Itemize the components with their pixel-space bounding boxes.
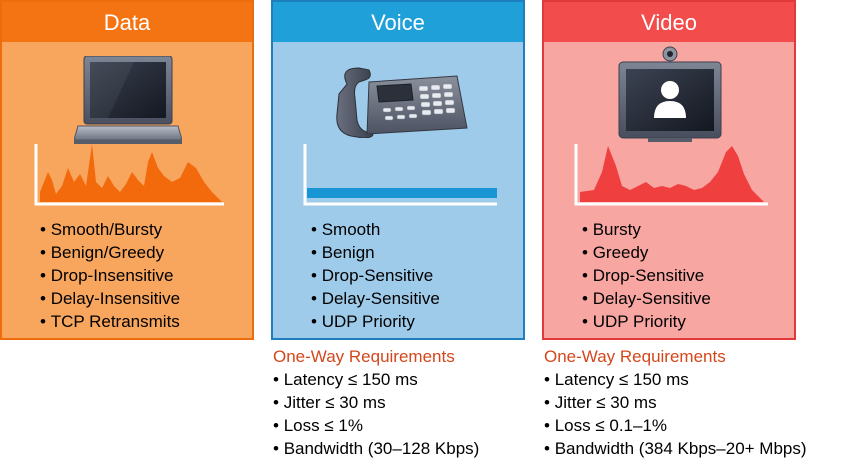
- laptop-icon: [74, 56, 182, 144]
- video-requirements: One-Way Requirements Latency ≤ 150 ms Ji…: [544, 345, 807, 460]
- video-traits-list: Bursty Greedy Drop-Sensitive Delay-Sensi…: [582, 218, 711, 333]
- trait-item: Smooth: [311, 218, 440, 241]
- requirements-title: One-Way Requirements: [273, 347, 455, 366]
- requirement-item: Bandwidth (30–128 Kbps): [273, 437, 480, 460]
- requirement-item: Latency ≤ 150 ms: [273, 368, 479, 391]
- desk-phone-icon: [336, 67, 468, 138]
- trait-item: Benign: [311, 241, 440, 264]
- data-card-body: Smooth/Bursty Benign/Greedy Drop-Insensi…: [2, 42, 252, 338]
- video-card-title: Video: [544, 2, 794, 42]
- trait-item: Delay-Insensitive: [40, 287, 180, 310]
- video-card: Video Bur: [542, 0, 796, 340]
- smooth-traffic-graph: [303, 144, 497, 206]
- bursty-traffic-graph: [34, 144, 224, 206]
- trait-item: Delay-Sensitive: [582, 287, 711, 310]
- data-traits-list: Smooth/Bursty Benign/Greedy Drop-Insensi…: [40, 218, 180, 333]
- requirement-item: Loss ≤ 0.1–1%: [544, 414, 807, 437]
- data-card-title: Data: [2, 2, 252, 42]
- requirement-item: Jitter ≤ 30 ms: [544, 391, 807, 414]
- bursty-traffic-graph: [574, 144, 768, 206]
- voice-traits-list: Smooth Benign Drop-Sensitive Delay-Sensi…: [311, 218, 440, 333]
- requirement-item: Jitter ≤ 30 ms: [273, 391, 479, 414]
- data-card: Data: [0, 0, 254, 340]
- trait-item: Smooth/Bursty: [40, 218, 180, 241]
- trait-item: UDP Priority: [582, 310, 711, 333]
- video-card-body: Bursty Greedy Drop-Sensitive Delay-Sensi…: [544, 42, 794, 338]
- trait-item: Drop-Insensitive: [40, 264, 180, 287]
- requirement-item: Loss ≤ 1%: [273, 414, 479, 437]
- trait-item: TCP Retransmits: [40, 310, 180, 333]
- trait-item: Drop-Sensitive: [311, 264, 440, 287]
- voice-card-body: Smooth Benign Drop-Sensitive Delay-Sensi…: [273, 42, 523, 338]
- trait-item: UDP Priority: [311, 310, 440, 333]
- trait-item: Greedy: [582, 241, 711, 264]
- trait-item: Benign/Greedy: [40, 241, 180, 264]
- voice-requirements: One-Way Requirements Latency ≤ 150 ms Ji…: [273, 345, 479, 460]
- requirements-list: Latency ≤ 150 ms Jitter ≤ 30 ms Loss ≤ 0…: [544, 368, 807, 460]
- trait-item: Bursty: [582, 218, 711, 241]
- requirement-item: Latency ≤ 150 ms: [544, 368, 807, 391]
- requirements-list: Latency ≤ 150 ms Jitter ≤ 30 ms Loss ≤ 1…: [273, 368, 480, 460]
- requirements-title: One-Way Requirements: [544, 347, 726, 366]
- requirement-item: Bandwidth (384 Kbps–20+ Mbps): [544, 437, 807, 460]
- voice-card: Voice: [271, 0, 525, 340]
- voice-card-title: Voice: [273, 2, 523, 42]
- video-endpoint-icon: [618, 46, 722, 142]
- trait-item: Delay-Sensitive: [311, 287, 440, 310]
- trait-item: Drop-Sensitive: [582, 264, 711, 287]
